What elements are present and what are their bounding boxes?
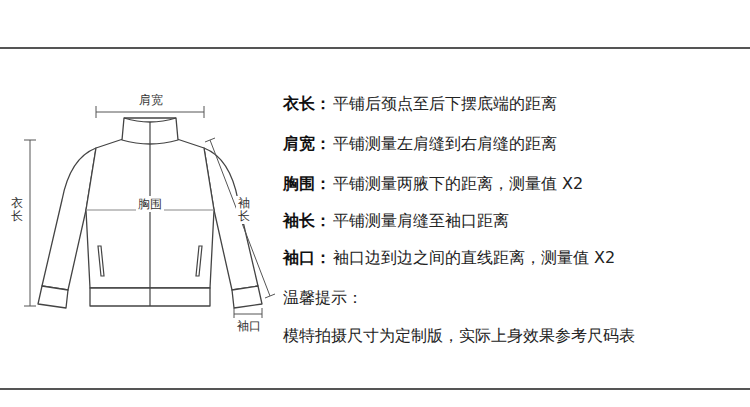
note-text: 模特拍摄尺寸为定制版，实际上身效果参考尺码表 xyxy=(283,326,635,345)
term-key: 胸围： xyxy=(283,174,331,193)
term-key: 袖口： xyxy=(283,248,331,267)
term-key: 肩宽： xyxy=(283,134,331,153)
dimension-label: 胸围 xyxy=(136,196,164,212)
term-definition: 平铺测量两腋下的距离，测量值 X2 xyxy=(333,174,583,193)
term-key: 袖长： xyxy=(283,211,331,230)
jacket-details xyxy=(86,122,214,306)
dimension-label: 肩宽 xyxy=(137,92,165,108)
top-rule xyxy=(0,47,750,49)
bottom-rule xyxy=(0,388,750,390)
term-definition: 平铺测量肩缝至袖口距离 xyxy=(333,211,509,230)
jacket-outline xyxy=(38,118,262,308)
dimension-label: 袖长 xyxy=(236,196,252,224)
dimension-label: 衣长 xyxy=(9,196,25,224)
dimension-lines xyxy=(24,106,275,318)
term-definition: 袖口边到边之间的直线距离，测量值 X2 xyxy=(333,248,615,267)
dimension-label: 袖口 xyxy=(235,318,263,334)
term-key: 衣长： xyxy=(283,94,331,113)
term-definition: 平铺后颈点至后下摆底端的距离 xyxy=(333,94,557,113)
term-definition: 平铺测量左肩缝到右肩缝的距离 xyxy=(333,134,557,153)
note-heading: 温馨提示： xyxy=(283,288,363,307)
